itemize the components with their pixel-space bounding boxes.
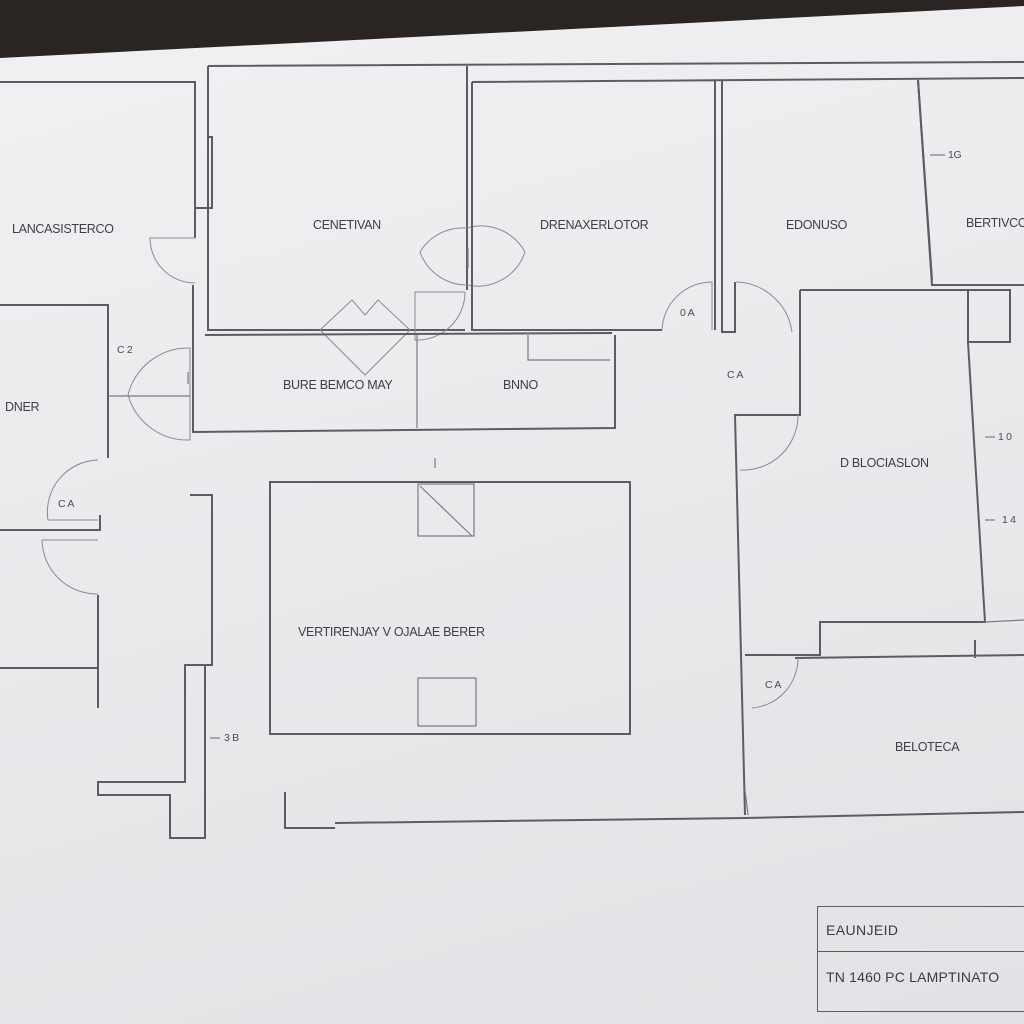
dim-label-7: 1 4 [1002, 514, 1016, 526]
wall-room-4 [721, 79, 933, 333]
dim-label-6: 1 0 [998, 431, 1012, 443]
door-arc-7 [127, 347, 191, 441]
wall-room-1 [194, 66, 213, 238]
central-room-opening-diagonal [419, 485, 473, 537]
wall-lower-left [0, 595, 99, 708]
door-arc-6 [46, 459, 99, 521]
dim-label-4: C 2 [117, 344, 133, 356]
central-room-fixture [417, 677, 477, 727]
door-arc-4 [661, 281, 713, 331]
dim-label-2: 0 A [680, 307, 695, 319]
room-label-d-blociaslon: D BLOCIASLON [840, 456, 929, 470]
room-label-drenaxerlotor: DRENAXERLOTOR [540, 218, 649, 232]
room-label-cenetivan: CENETIVAN [313, 218, 381, 232]
mark-4 [744, 789, 749, 816]
door-arc-9 [739, 414, 799, 471]
room-label-edonuso: EDONUSO [786, 218, 848, 232]
wall-room-3 [471, 77, 1024, 331]
title-block-row-1: EAUNJEID [818, 907, 1024, 952]
wall-bottom [284, 792, 1024, 829]
door-arc-10 [751, 657, 799, 709]
dim-label-8: C A [765, 679, 782, 691]
room-label-dner: DNER [5, 400, 40, 414]
wall-room-6 [0, 304, 109, 531]
wall-room-9-right [745, 341, 987, 656]
dim-label-1: 1G [948, 149, 962, 161]
diamond-opening [319, 299, 411, 376]
dim-label-3: C A [727, 369, 744, 381]
door-arc-8 [41, 539, 99, 595]
wall-lower-left-2 [97, 494, 213, 839]
dim-label-5: C A [58, 498, 75, 510]
wall-room-9-right-2 [984, 619, 1024, 623]
wall-room-2 [207, 66, 468, 331]
title-block-detail: TN 1460 PC LAMPTINATO [826, 969, 1000, 985]
title-block-name: EAUNJEID [826, 922, 899, 938]
room-label-bertivco: BERTIVCO [966, 216, 1024, 230]
wall-room-9 [733, 289, 1011, 816]
room-label-bnno: BNNO [503, 378, 538, 392]
outer-wall-top [0, 61, 1024, 135]
title-block: EAUNJEID TN 1460 PC LAMPTINATO [817, 906, 1024, 1012]
central-room [269, 481, 631, 735]
room-label-vertirenjay: VERTIRENJAY V OJALAE BERER [298, 625, 485, 639]
door-arc-1 [149, 237, 196, 284]
closet [527, 335, 610, 361]
wall-corridor-upper [192, 285, 616, 434]
room-label-beloteca: BELOTECA [895, 740, 960, 754]
room-label-bure-bemco-may: BURE BEMCO MAY [283, 378, 393, 392]
wall-room-5 [917, 79, 1024, 286]
central-room-opening-top [417, 483, 475, 537]
room-label-lancasisterco: LANCASISTERCO [12, 222, 114, 236]
wall-room-11 [794, 640, 1024, 659]
door-arc-5 [735, 281, 793, 333]
dim-label-9: 3 B [224, 732, 239, 744]
door-arc-3 [414, 291, 466, 341]
